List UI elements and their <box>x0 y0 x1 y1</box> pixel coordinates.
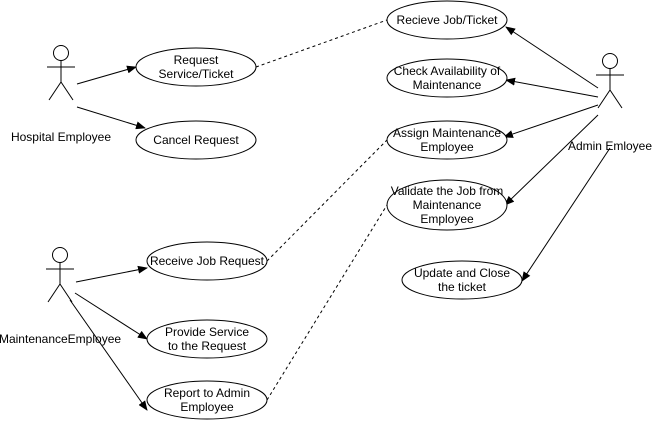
use-case-label: Maintenance <box>413 78 482 92</box>
association-admin-to-uc-assign <box>503 104 599 138</box>
use-case-ellipse <box>386 58 508 98</box>
association-admin-to-uc-update <box>521 147 611 282</box>
use-case-receive-job[interactable]: Receive Job Request <box>146 241 268 281</box>
dependency-uc-request-to-uc-receive-ticket <box>255 19 388 68</box>
actor-label: Admin Emloyee <box>568 139 652 153</box>
actor-hospital[interactable]: Hospital Employee <box>11 45 111 145</box>
stick-figure-icon <box>46 247 74 303</box>
use-case-label: Check Availability of <box>394 64 501 78</box>
use-case-label: Provide Service <box>165 325 249 339</box>
use-case-cancel[interactable]: Cancel Request <box>135 120 257 160</box>
association-maint-to-uc-receive-job <box>75 265 148 283</box>
use-case-label: Maintenance <box>413 198 482 212</box>
use-case-label: to the Request <box>168 339 247 353</box>
use-case-ellipse <box>135 47 257 87</box>
use-case-label: Validate the Job from <box>391 184 504 198</box>
use-case-label: Employee <box>420 140 474 154</box>
use-case-label: Receive Job Request <box>150 254 265 268</box>
use-case-label: Assign Maintenance <box>393 126 501 140</box>
use-case-label: Cancel Request <box>153 133 239 147</box>
association-admin-to-uc-receive-ticket <box>505 26 599 89</box>
actor-admin[interactable]: Admin Emloyee <box>568 53 652 154</box>
dependency-uc-report-to-uc-validate <box>266 204 388 401</box>
association-admin-to-uc-check <box>505 77 599 98</box>
use-case-label: Request <box>174 53 219 67</box>
actor-label: Hospital Employee <box>11 130 111 144</box>
use-case-ellipse <box>146 380 268 420</box>
use-case-ellipse <box>386 179 508 231</box>
association-maint-to-uc-provide <box>74 292 148 340</box>
stick-figure-icon <box>596 53 624 109</box>
use-case-label: Service/Ticket <box>159 67 235 81</box>
use-case-receive-ticket[interactable]: Recieve Job/Ticket <box>386 0 508 40</box>
use-case-ellipse <box>146 241 268 281</box>
association-maint-to-uc-report <box>69 299 148 411</box>
use-case-ellipse <box>401 260 523 300</box>
use-case-ellipse <box>135 120 257 160</box>
use-case-label: the ticket <box>438 280 487 294</box>
actor-maint[interactable]: MaintenanceEmployee <box>0 247 121 347</box>
association-hospital-to-uc-cancel <box>76 106 146 130</box>
use-case-label: Employee <box>180 400 234 414</box>
association-hospital-to-uc-request <box>76 65 137 85</box>
use-case-ellipse <box>386 0 508 40</box>
use-case-label: Update and Close <box>414 266 510 280</box>
use-case-label: Recieve Job/Ticket <box>397 13 499 27</box>
use-case-ellipse <box>386 120 508 160</box>
use-case-ellipse <box>146 319 268 359</box>
use-case-assign[interactable]: Assign MaintenanceEmployee <box>386 120 508 160</box>
stick-figure-icon <box>47 45 75 101</box>
use-case-label: Employee <box>420 212 474 226</box>
actor-label: MaintenanceEmployee <box>0 332 121 346</box>
dependency-uc-receive-job-to-uc-assign <box>266 139 388 262</box>
use-case-label: Report to Admin <box>164 386 250 400</box>
association-admin-to-uc-validate <box>504 114 599 206</box>
